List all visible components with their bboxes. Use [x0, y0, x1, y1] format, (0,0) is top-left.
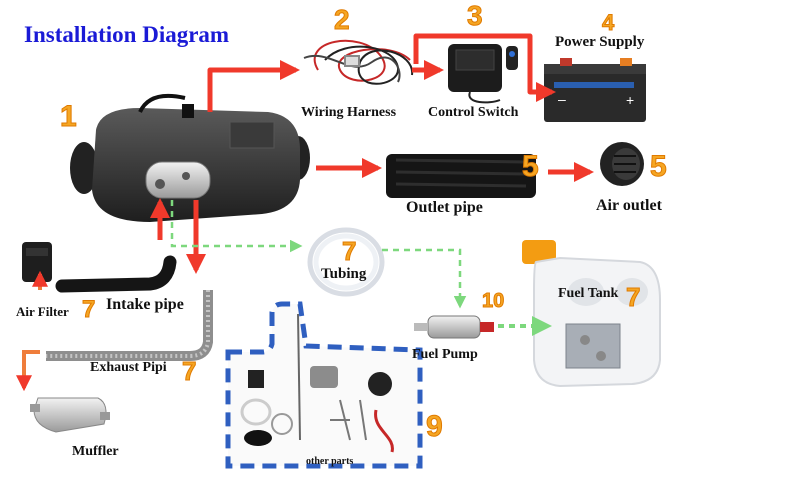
number-outlet-pipe: 5	[522, 150, 540, 184]
connection-arrows	[150, 33, 594, 274]
wiring-harness	[303, 39, 414, 85]
orange-arrows	[16, 270, 48, 392]
number-switch: 3	[467, 0, 484, 32]
air-filter	[22, 242, 52, 282]
label-fuel-pump: Fuel Pump	[412, 347, 478, 362]
number-fuel-pump: 10	[481, 290, 505, 313]
label-air-outlet: Air outlet	[596, 197, 662, 214]
outlet-pipe	[386, 154, 536, 198]
label-air-filter: Air Filter	[16, 304, 69, 319]
label-muffler: Muffler	[72, 444, 119, 459]
fuel-tank	[522, 240, 661, 388]
label-wiring-harness: Wiring Harness	[301, 105, 397, 120]
power-supply-battery: – +	[544, 58, 646, 122]
label-intake-pipe: Intake pipe	[106, 296, 184, 313]
svg-text:–: –	[558, 91, 566, 107]
muffler	[30, 397, 110, 433]
intake-pipe	[55, 255, 177, 293]
label-tubing: Tubing	[321, 266, 367, 282]
heater-unit	[70, 93, 310, 222]
number-tubing: 7	[341, 236, 357, 267]
diagram-title: Installation Diagram	[24, 22, 230, 47]
label-outlet-pipe: Outlet pipe	[406, 199, 483, 216]
number-wiring: 2	[334, 4, 351, 36]
air-outlet	[600, 142, 644, 186]
svg-text:+: +	[626, 92, 634, 108]
number-power: 4	[601, 10, 615, 36]
tubing-coil	[307, 227, 385, 297]
exhaust-pipe	[46, 290, 213, 361]
number-other-parts: 9	[426, 410, 444, 444]
number-exhaust: 7	[181, 356, 197, 387]
label-control-switch: Control Switch	[428, 105, 519, 120]
other-parts-kit	[225, 301, 423, 469]
number-fuel-tank: 7	[625, 282, 641, 313]
number-air-filter: 7	[81, 296, 96, 324]
fuel-line	[170, 200, 552, 336]
label-other-parts: other parts	[306, 456, 354, 467]
label-fuel-tank: Fuel Tank	[558, 286, 619, 301]
number-air-outlet: 5	[650, 150, 668, 184]
control-switch	[448, 44, 518, 104]
fuel-pump	[414, 315, 494, 339]
label-power-supply: Power Supply	[555, 34, 645, 50]
label-exhaust-pipe: Exhaust Pipi	[90, 360, 167, 375]
number-heater: 1	[60, 100, 78, 134]
